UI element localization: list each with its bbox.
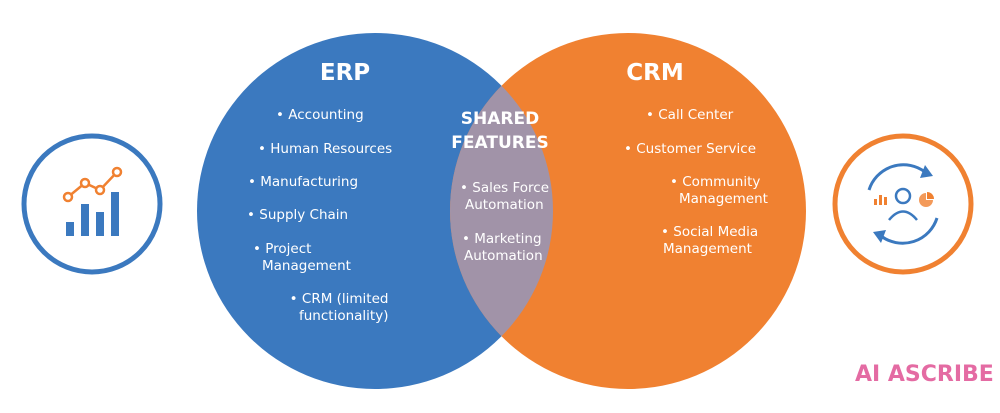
- erp-item-supply-chain: • Supply Chain: [247, 207, 348, 224]
- crm-item-social-media-management: • Social Media Management: [661, 224, 758, 258]
- shared-item-line: Automation: [465, 197, 544, 213]
- crm-item-customer-service: • Customer Service: [624, 141, 756, 158]
- crm-item-line: • Customer Service: [624, 141, 757, 157]
- erp-item-line: Management: [262, 258, 351, 274]
- crm-item-line: • Call Center: [646, 107, 734, 123]
- crm-item-call-center: • Call Center: [646, 107, 733, 124]
- erp-item-line: • Supply Chain: [247, 207, 349, 223]
- erp-circle: [197, 33, 553, 389]
- erp-item-line: • Human Resources: [258, 141, 393, 157]
- shared-item-line: Automation: [464, 248, 543, 264]
- crm-item-line: • Social Media: [661, 224, 759, 240]
- erp-item-crm-limited: • CRM (limited functionality): [284, 291, 389, 325]
- customer-cycle-icon: [832, 133, 974, 275]
- shared-title-line-1: SHARED: [460, 109, 540, 129]
- erp-item-line: • Project: [253, 241, 312, 257]
- crm-item-line: Management: [679, 191, 768, 207]
- erp-title: ERP: [319, 60, 371, 86]
- watermark-logo: AI ASCRIBE: [855, 362, 994, 387]
- shared-item-line: • Sales Force: [460, 180, 550, 196]
- erp-item-line: • Accounting: [276, 107, 364, 123]
- crm-item-line: Management: [663, 241, 752, 257]
- shared-item-marketing: • Marketing Automation: [462, 231, 543, 265]
- erp-item-accounting: • Accounting: [276, 107, 364, 124]
- shared-item-sales-force: • Sales Force Automation: [460, 180, 549, 214]
- analytics-chart-icon: [21, 133, 163, 275]
- crm-title: CRM: [626, 60, 684, 86]
- erp-item-project-management: • Project Management: [253, 241, 351, 275]
- erp-item-line: functionality): [299, 308, 389, 324]
- shared-item-line: • Marketing: [462, 231, 542, 247]
- erp-item-line: • Manufacturing: [248, 174, 359, 190]
- crm-circle: [450, 33, 806, 389]
- erp-item-line: • CRM (limited: [289, 291, 389, 307]
- crm-item-line: • Community: [670, 174, 761, 190]
- crm-item-community-management: • Community Management: [670, 174, 768, 208]
- erp-item-manufacturing: • Manufacturing: [248, 174, 358, 191]
- erp-item-human-resources: • Human Resources: [258, 141, 392, 158]
- shared-title-line-2: FEATURES: [451, 133, 549, 153]
- shared-title: SHARED FEATURES: [430, 107, 570, 155]
